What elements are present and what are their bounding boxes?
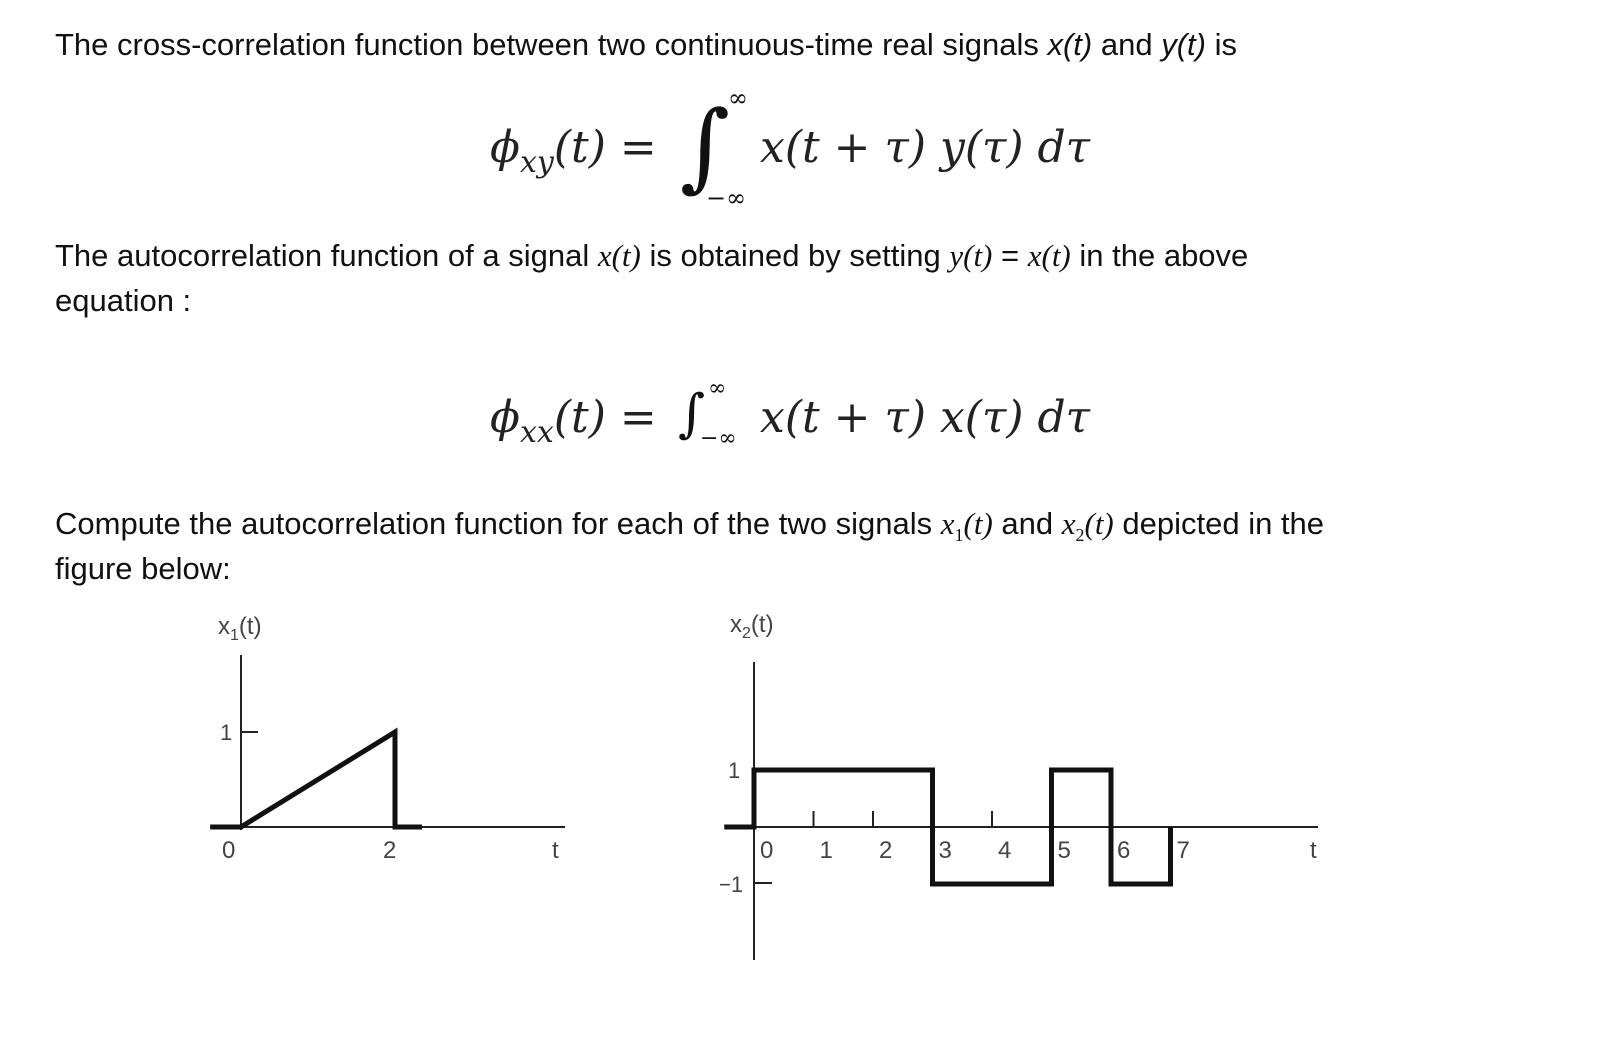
auto-eq: = (992, 238, 1028, 273)
plot2-xtick-2: 2 (879, 837, 892, 864)
intro-and: and (1092, 27, 1162, 62)
plot2-xlabel: t (1310, 837, 1317, 864)
plot2-xtick-1: 1 (820, 837, 833, 864)
autocorr-text-line1: The autocorrelation function of a signal… (55, 233, 1248, 279)
compute-x2: x (1061, 506, 1076, 541)
eq1-lhs: ϕxy(t) = (490, 120, 657, 191)
eq1-phi: ϕ (490, 122, 520, 173)
eq2-lower-limit: −∞ (700, 426, 737, 451)
eq1-upper-limit: ∞ (728, 84, 748, 112)
intro-y-of-t: y(t) (1161, 27, 1206, 62)
compute-x1-sub: 1 (954, 525, 964, 546)
eq2-integral-sign: ∫ (678, 384, 706, 444)
auto-x-t2: x(t) (1027, 238, 1071, 273)
auto-part1: The autocorrelation function of a signal (55, 238, 598, 273)
plot1-ytick-label: 1 (220, 720, 232, 745)
intro-part2: is (1205, 27, 1237, 62)
eq1-lower-limit: −∞ (706, 184, 747, 212)
eq2-phi: ϕ (490, 392, 520, 443)
compute-and: and (992, 506, 1062, 541)
autocorr-text-line2: equation : (55, 283, 192, 318)
compute-text-line1: Compute the autocorrelation function for… (55, 501, 1324, 558)
eq1-sub: xy (520, 144, 554, 180)
plot2-signal (724, 767, 1173, 887)
intro-part1: The cross-correlation function between t… (55, 27, 1048, 62)
plot-x1: x1(t) 1 0 2 t (210, 613, 565, 864)
auto-part2: is obtained by setting (640, 238, 950, 273)
eq1-arg: (t) = (553, 122, 657, 173)
compute-x1: x (940, 506, 955, 541)
eq2-lhs: ϕxx(t) = (490, 390, 657, 461)
plot1-signal (210, 727, 422, 830)
eq2-sub: xx (520, 414, 554, 450)
plot2-ytick-pos: 1 (728, 758, 740, 783)
compute-x2-sub: 2 (1075, 525, 1085, 546)
plot2-xtick-3: 3 (939, 837, 952, 864)
plot-x2: x2(t) 1 −1 0 1 2 3 4 5 6 7 t (720, 611, 1318, 960)
plot2-ylabel: x2(t) (730, 611, 774, 642)
plot2-xtick-5: 5 (1058, 837, 1071, 864)
intro-x-of-t: x(t) (1047, 27, 1093, 62)
intro-text: The cross-correlation function between t… (55, 22, 1237, 68)
eq1-integrand: x(t + τ) y(τ) dτ (760, 122, 1091, 173)
plot2-xticks: 0 1 2 3 4 5 6 7 (760, 811, 1190, 864)
plot1-xtick-0: 0 (222, 837, 235, 864)
compute-part2: depicted in the (1113, 506, 1325, 541)
plot2-xtick-7: 7 (1177, 837, 1190, 864)
auto-part3: in the above (1070, 238, 1249, 273)
compute-x1-arg: (t) (963, 506, 993, 541)
plot1-xlabel: t (552, 837, 559, 864)
eq2-upper-limit: ∞ (708, 376, 727, 401)
plot2-xtick-6: 6 (1117, 837, 1130, 864)
compute-part1: Compute the autocorrelation function for… (55, 506, 941, 541)
compute-text-line2: figure below: (55, 551, 231, 586)
auto-x-t: x(t) (597, 238, 641, 273)
eq2-arg: (t) = (553, 392, 657, 443)
plot2-ytick-neg: −1 (720, 872, 743, 897)
auto-y-t: y(t) (949, 238, 993, 273)
eq2-integrand: x(t + τ) x(τ) dτ (760, 392, 1090, 443)
compute-x2-arg: (t) (1084, 506, 1114, 541)
plot2-xtick-4: 4 (998, 837, 1011, 864)
plot1-ylabel: x1(t) (218, 613, 262, 644)
plot2-xtick-0: 0 (760, 837, 773, 864)
eq1-integral-sign: ∫ (680, 90, 731, 202)
plot1-xtick-2: 2 (383, 837, 396, 864)
